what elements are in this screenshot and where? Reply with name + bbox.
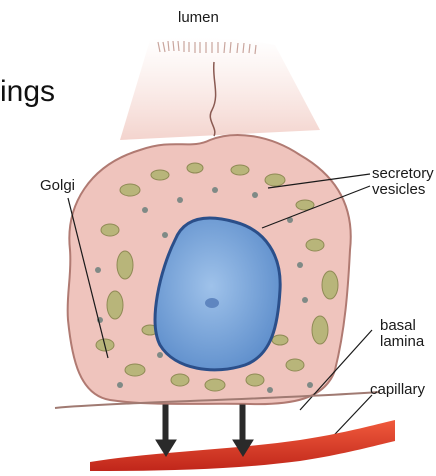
label-basal-line1: basal: [380, 318, 416, 334]
nucleus: [155, 218, 280, 370]
label-lumen: lumen: [178, 10, 219, 26]
heading-fragment: ings: [0, 76, 55, 108]
secretion-arrows: [156, 405, 253, 456]
label-golgi: Golgi: [40, 178, 75, 194]
label-capillary: capillary: [370, 382, 425, 398]
label-basal-line2: lamina: [380, 334, 424, 350]
label-secretory-line1: secretory: [372, 166, 434, 182]
lumen-region: [120, 38, 320, 140]
label-secretory-line2: vesicles: [372, 182, 425, 198]
nucleolus: [205, 298, 219, 308]
